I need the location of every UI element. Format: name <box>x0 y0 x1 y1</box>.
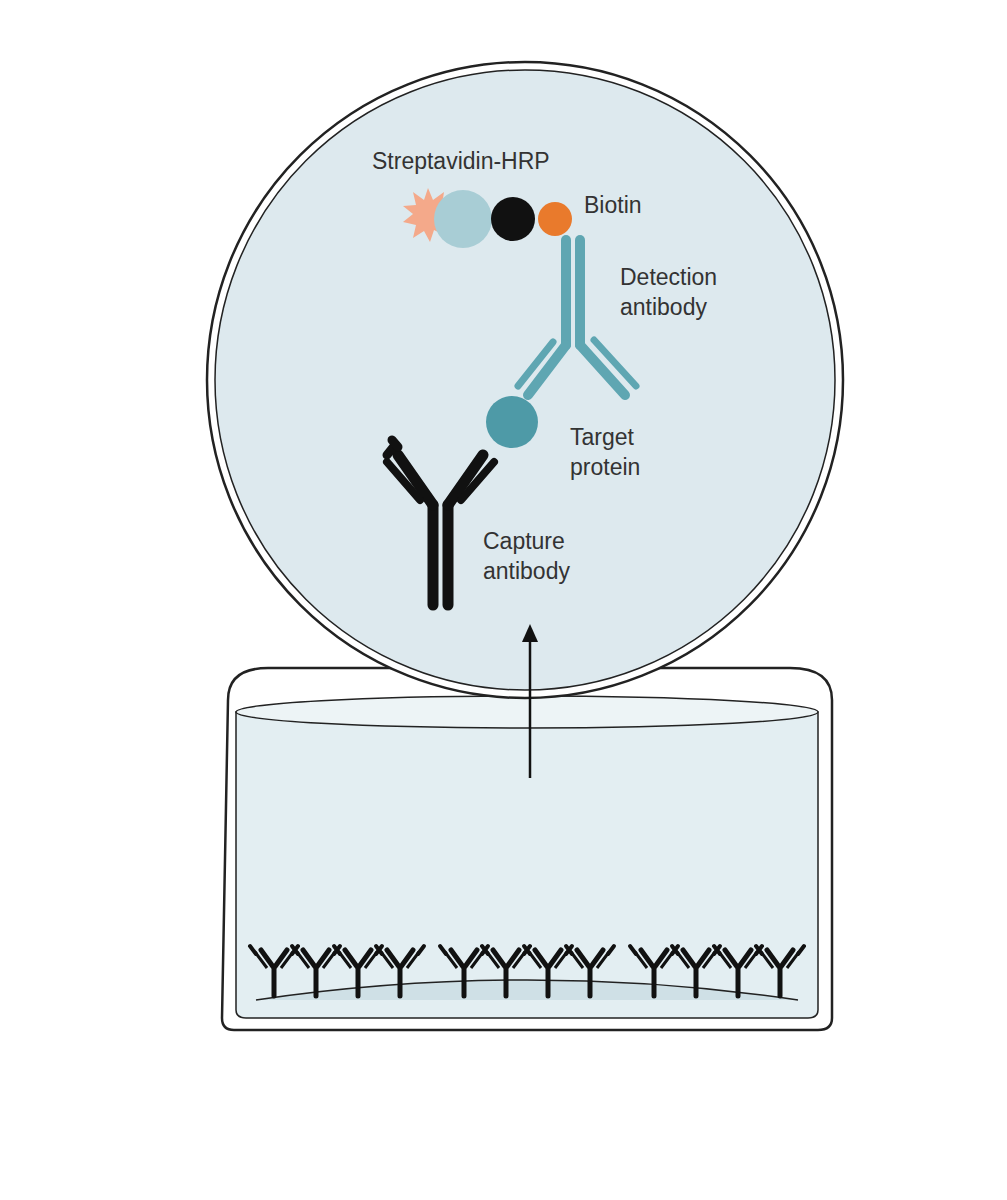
streptavidin <box>434 190 492 248</box>
linker <box>491 197 535 241</box>
liquid-surface <box>236 696 818 728</box>
antibody-symbol <box>334 946 382 996</box>
target-protein <box>486 396 538 448</box>
biotin <box>538 202 572 236</box>
part-label: Capture antibody <box>483 526 633 586</box>
zoom-arrow <box>529 640 532 778</box>
well-bottom <box>256 980 798 1000</box>
antibody-symbol <box>714 946 762 996</box>
part-label: Detection antibody <box>620 262 770 322</box>
well-liquid <box>236 712 818 1018</box>
antibody-symbol <box>376 946 424 996</box>
antibody-symbol <box>482 946 530 996</box>
arrow-head <box>522 624 538 642</box>
part-label: Biotin <box>584 190 704 220</box>
magnified-view-outline <box>207 62 843 698</box>
coated-antibodies <box>250 946 804 996</box>
antibody-symbol <box>524 946 572 996</box>
part-label: Target protein <box>570 422 680 482</box>
antibody-symbol <box>672 946 720 996</box>
antibody-symbol <box>440 946 488 996</box>
antibody-symbol <box>292 946 340 996</box>
part-label: Streptavidin-HRP <box>372 146 592 176</box>
antibody-symbol <box>250 946 298 996</box>
detection-antibody <box>518 240 636 395</box>
antibody-symbol <box>566 946 614 996</box>
magnified-view <box>215 70 835 690</box>
capture-antibody <box>387 440 494 605</box>
antibody-symbol <box>756 946 804 996</box>
well-outline <box>222 668 832 1030</box>
antibody-symbol <box>630 946 678 996</box>
